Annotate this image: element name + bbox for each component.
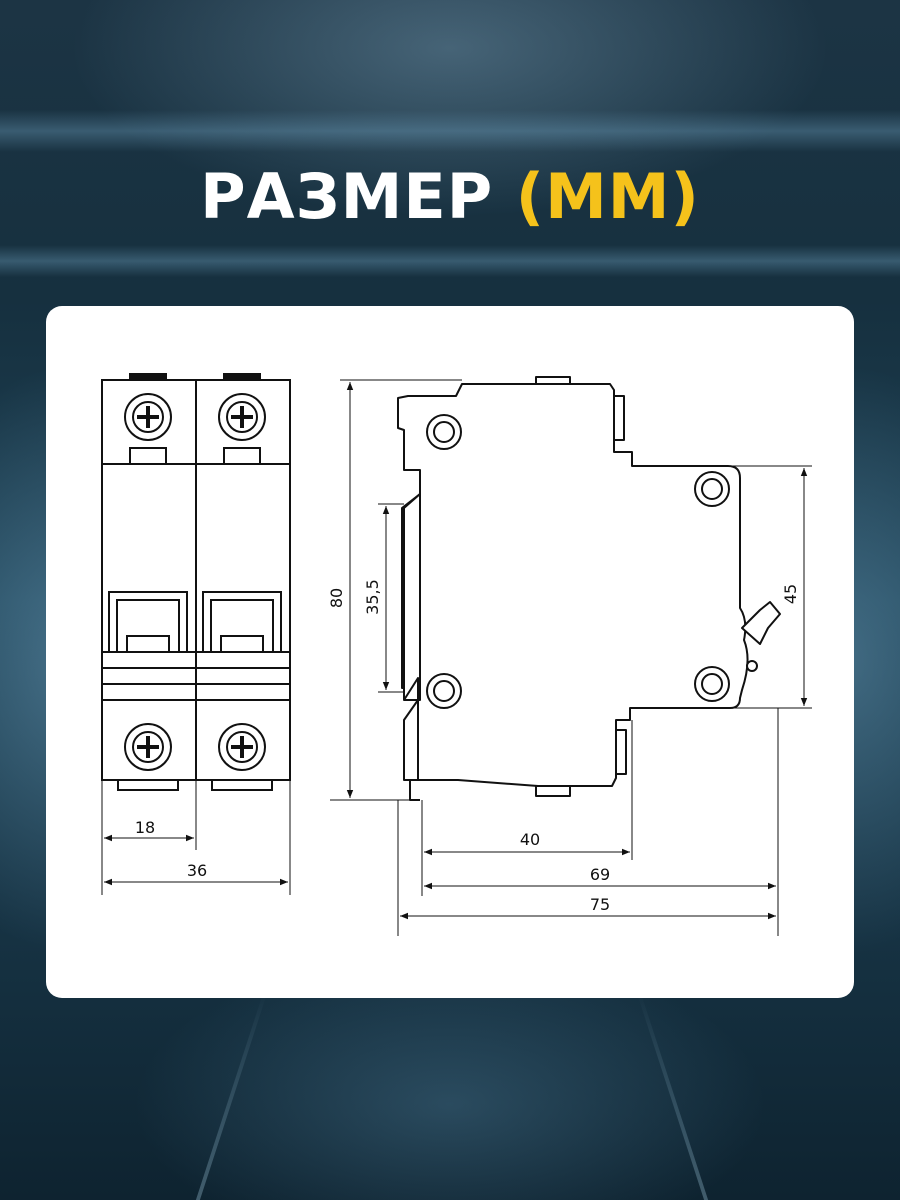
terminal-window [223,447,261,465]
front-dimensions [101,780,291,895]
dim-label-45: 45 [781,584,800,604]
dim-label-40: 40 [520,830,540,849]
side-step [613,395,625,441]
top-tab [129,373,167,381]
diagram-card: 18 36 [46,306,854,998]
terminal-window [129,447,167,465]
din-clip [403,493,421,701]
side-screw-icon [426,414,462,450]
top-tab [223,373,261,381]
side-top-tab [535,376,571,385]
background-beam [0,245,900,277]
dim-label-69: 69 [590,865,610,884]
screw-icon [218,723,266,771]
dim-label-36: 36 [187,861,207,880]
dim-label-75: 75 [590,895,610,914]
dim-label-80: 80 [327,588,346,608]
side-view [397,376,781,801]
dimension-drawing: 18 36 [101,373,812,936]
dim-label-18: 18 [135,818,155,837]
screw-icon [124,723,172,771]
bottom-tab [211,779,273,791]
side-step [615,729,627,775]
screw-icon [124,393,172,441]
side-screw-icon [426,673,462,709]
side-dimensions [330,379,812,936]
side-screw-icon [694,471,730,507]
side-screw-icon [694,666,730,702]
dim-label-35-5: 35,5 [363,579,382,615]
title-main: РАЗМЕР [200,160,494,233]
front-view [101,373,291,791]
title-accent: (ММ) [515,160,700,233]
lever-icon [741,601,781,672]
bottom-tab [117,779,179,791]
page-title: РАЗМЕР (ММ) [0,160,900,233]
background-beam [0,110,900,152]
side-bottom-tab [535,785,571,797]
screw-icon [218,393,266,441]
